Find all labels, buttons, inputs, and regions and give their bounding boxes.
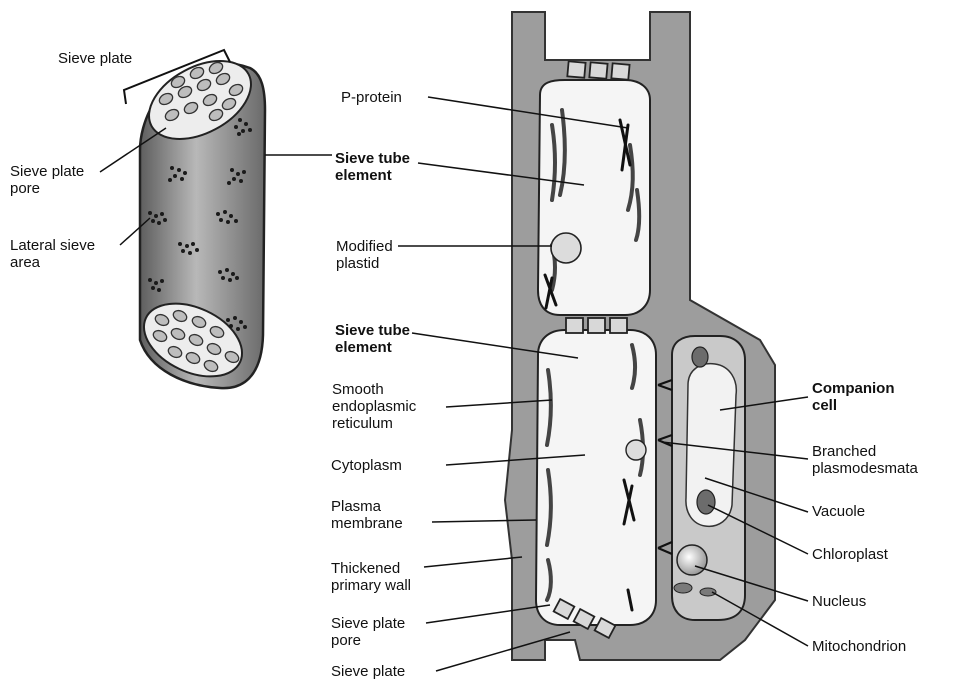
mitochondrion-shape-2 bbox=[700, 588, 716, 596]
label-sieve-plate-top: Sieve plate bbox=[58, 50, 132, 67]
sieve-tube-3d bbox=[124, 45, 265, 391]
label-chloroplast: Chloroplast bbox=[812, 546, 888, 563]
label-sieve-plate-bottom: Sieve plate bbox=[331, 663, 405, 680]
phloem-section bbox=[505, 12, 775, 660]
label-lateral-sieve-area: Lateral sieve area bbox=[10, 237, 95, 271]
label-thickened-primary-wall: Thickened primary wall bbox=[331, 560, 411, 594]
label-smooth-er: Smooth endoplasmic reticulum bbox=[332, 381, 416, 432]
chloroplast-shape bbox=[697, 490, 715, 514]
nucleus-shape bbox=[677, 545, 707, 575]
label-sieve-tube-element-2: Sieve tube element bbox=[335, 322, 410, 356]
label-sieve-plate-pore-bottom: Sieve plate pore bbox=[331, 615, 405, 649]
label-p-protein: P-protein bbox=[341, 89, 402, 106]
upper-sieve-plate bbox=[567, 61, 629, 79]
lower-sieve-tube bbox=[536, 330, 656, 625]
modified-plastid-shape bbox=[551, 233, 581, 263]
label-branched-plasmodesmata: Branched plasmodesmata bbox=[812, 443, 918, 477]
label-mitochondrion: Mitochondrion bbox=[812, 638, 906, 655]
label-nucleus: Nucleus bbox=[812, 593, 866, 610]
label-plasma-membrane: Plasma membrane bbox=[331, 498, 403, 532]
label-sieve-plate-pore-left: Sieve plate pore bbox=[10, 163, 84, 197]
label-vacuole: Vacuole bbox=[812, 503, 865, 520]
middle-sieve-plate bbox=[566, 318, 627, 333]
label-cytoplasm: Cytoplasm bbox=[331, 457, 402, 474]
modified-plastid-shape-2 bbox=[626, 440, 646, 460]
label-modified-plastid: Modified plastid bbox=[336, 238, 393, 272]
chloroplast-shape-2 bbox=[692, 347, 708, 367]
mitochondrion-shape bbox=[674, 583, 692, 593]
label-companion-cell: Companion cell bbox=[812, 380, 895, 414]
label-sieve-tube-element-1: Sieve tube element bbox=[335, 150, 410, 184]
